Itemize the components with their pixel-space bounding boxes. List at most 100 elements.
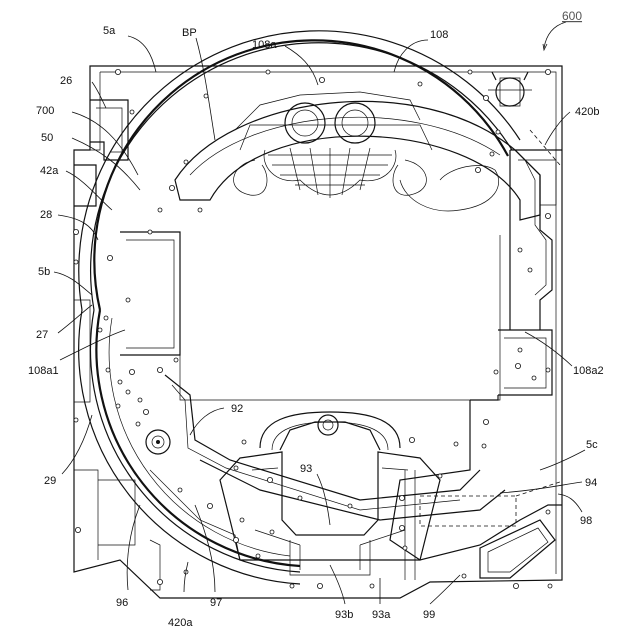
ref-26: 26 xyxy=(60,75,72,87)
ref-98: 98 xyxy=(580,515,592,527)
pin-hole xyxy=(126,390,130,394)
pin-hole xyxy=(143,409,148,414)
ref-94: 94 xyxy=(585,477,597,489)
lower-rail-92 xyxy=(165,375,505,520)
pin-hole xyxy=(266,70,270,74)
pin-hole xyxy=(494,370,498,374)
pin-hole xyxy=(518,248,522,252)
ref-29: 29 xyxy=(44,475,56,487)
pin-hole xyxy=(348,504,352,508)
ref-97: 97 xyxy=(210,597,222,609)
pin-hole xyxy=(138,398,142,402)
pin-hole xyxy=(370,584,374,588)
pin-hole xyxy=(548,584,552,588)
pin-hole xyxy=(115,69,120,74)
pin-hole xyxy=(399,495,404,500)
pin-hole xyxy=(126,298,130,302)
pin-hole xyxy=(317,583,322,588)
center-arch-93 xyxy=(220,412,440,575)
pin-hole xyxy=(157,579,162,584)
pin-hole xyxy=(116,404,120,408)
pin-hole xyxy=(98,328,102,332)
ref-bp: BP xyxy=(182,27,197,39)
pin-hole xyxy=(136,422,140,426)
pin-hole xyxy=(298,496,302,500)
pin-hole xyxy=(475,167,480,172)
pin-hole xyxy=(513,583,518,588)
pin-hole xyxy=(468,70,472,74)
pin-hole xyxy=(403,546,407,550)
pin-holes xyxy=(73,69,552,588)
pin-hole xyxy=(319,77,324,82)
display-window xyxy=(120,232,552,400)
pin-hole xyxy=(399,525,404,530)
pin-hole xyxy=(74,260,78,264)
pin-hole xyxy=(545,213,550,218)
pin-hole xyxy=(518,348,522,352)
ref-27: 27 xyxy=(36,329,48,341)
pin-hole xyxy=(207,503,212,508)
top-ornament xyxy=(234,103,499,211)
pin-hole xyxy=(545,69,550,74)
pin-hole xyxy=(490,152,494,156)
ref-5c: 5c xyxy=(586,439,598,451)
pin-hole xyxy=(482,444,486,448)
pin-hole xyxy=(106,368,110,372)
pin-hole xyxy=(130,110,134,114)
pin-hole xyxy=(233,537,238,542)
pin-hole xyxy=(107,255,112,260)
pin-hole xyxy=(75,527,80,532)
pin-hole xyxy=(104,316,108,320)
ref-93b: 93b xyxy=(335,609,353,621)
lower-left-lamp xyxy=(146,430,240,560)
pin-hole xyxy=(270,530,274,534)
pin-hole xyxy=(462,574,466,578)
pin-hole xyxy=(256,554,260,558)
pin-hole xyxy=(184,160,188,164)
pin-hole xyxy=(438,474,442,478)
pin-hole xyxy=(267,477,272,482)
ref-108a2: 108a2 xyxy=(573,365,604,377)
ref-420b: 420b xyxy=(575,106,599,118)
lower-right-block xyxy=(390,395,562,580)
pin-hole xyxy=(178,488,182,492)
pin-hole xyxy=(240,518,244,522)
pin-hole xyxy=(528,268,532,272)
pin-hole xyxy=(129,369,134,374)
pin-hole xyxy=(546,368,550,372)
pin-hole xyxy=(169,185,174,190)
pin-hole xyxy=(157,367,162,372)
pin-hole xyxy=(174,358,178,362)
pin-hole xyxy=(74,418,78,422)
right-rail xyxy=(510,150,562,330)
pin-hole xyxy=(546,510,550,514)
pin-hole xyxy=(496,130,500,134)
pin-hole xyxy=(118,380,122,384)
pin-hole xyxy=(148,230,152,234)
ref-108a: 108a xyxy=(252,39,277,51)
guide-rail xyxy=(79,31,520,584)
reference-labels: 5a BP 108a 108 26 700 50 42a 28 5b 27 10… xyxy=(28,9,604,629)
ref-42a: 42a xyxy=(40,165,59,177)
ref-92: 92 xyxy=(231,403,243,415)
ref-99: 99 xyxy=(423,609,435,621)
pin-hole xyxy=(515,363,520,368)
pin-hole xyxy=(242,440,246,444)
ref-5a: 5a xyxy=(103,25,116,37)
pin-hole xyxy=(532,376,536,380)
pin-hole xyxy=(483,419,488,424)
top-frame-108 xyxy=(175,92,540,220)
pin-hole xyxy=(483,95,488,100)
board-frame xyxy=(74,66,562,598)
ref-420a: 420a xyxy=(168,617,193,629)
ref-700: 700 xyxy=(36,105,54,117)
ref-5b: 5b xyxy=(38,266,50,278)
pin-hole xyxy=(234,466,238,470)
ref-96: 96 xyxy=(116,597,128,609)
pin-hole xyxy=(409,437,414,442)
ref-108: 108 xyxy=(430,29,448,41)
pin-hole xyxy=(158,208,162,212)
pin-hole xyxy=(418,82,422,86)
